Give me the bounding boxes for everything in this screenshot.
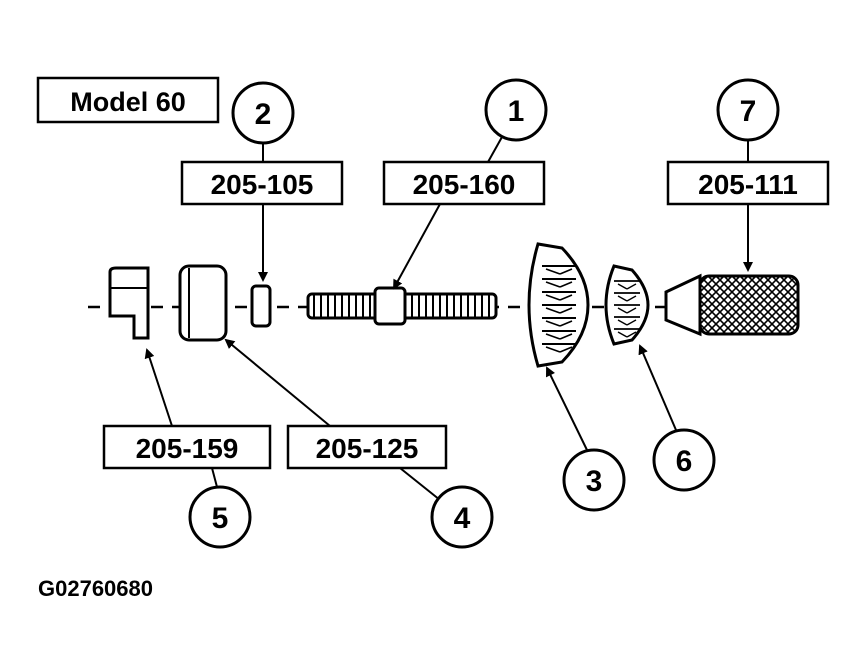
model-label: Model 60 bbox=[36, 76, 220, 124]
part-2-washer bbox=[250, 284, 272, 328]
part-6-small-cone bbox=[604, 264, 650, 346]
part-3-large-cone bbox=[527, 242, 590, 368]
part-1-threaded-rod bbox=[306, 286, 498, 326]
callout-part-1: 1 205-160 bbox=[382, 78, 548, 290]
svg-text:205-159: 205-159 bbox=[136, 433, 239, 464]
svg-text:6: 6 bbox=[676, 445, 693, 478]
svg-text:205-111: 205-111 bbox=[698, 169, 798, 200]
part-5-cap bbox=[108, 266, 150, 340]
svg-text:205-160: 205-160 bbox=[413, 169, 516, 200]
svg-text:205-125: 205-125 bbox=[316, 433, 419, 464]
svg-text:Model 60: Model 60 bbox=[70, 87, 186, 117]
svg-text:4: 4 bbox=[454, 502, 471, 535]
svg-text:1: 1 bbox=[508, 95, 525, 128]
callout-part-7: 7 205-111 bbox=[666, 78, 830, 272]
callout-part-2: 2 205-105 bbox=[180, 81, 344, 282]
svg-text:2: 2 bbox=[255, 98, 272, 131]
svg-text:7: 7 bbox=[740, 95, 757, 128]
svg-text:205-105: 205-105 bbox=[211, 169, 314, 200]
part-7-knurled-nozzle bbox=[664, 273, 800, 337]
callout-part-4: 205-125 4 bbox=[224, 338, 494, 549]
callout-part-3: 3 bbox=[546, 366, 626, 512]
part-4-bushing bbox=[178, 264, 228, 342]
svg-text:5: 5 bbox=[212, 502, 229, 535]
callout-part-5: 205-159 5 bbox=[102, 348, 272, 549]
figure-id: G02760680 bbox=[38, 576, 153, 601]
callout-part-6: 6 bbox=[638, 344, 716, 492]
svg-text:3: 3 bbox=[586, 465, 603, 498]
